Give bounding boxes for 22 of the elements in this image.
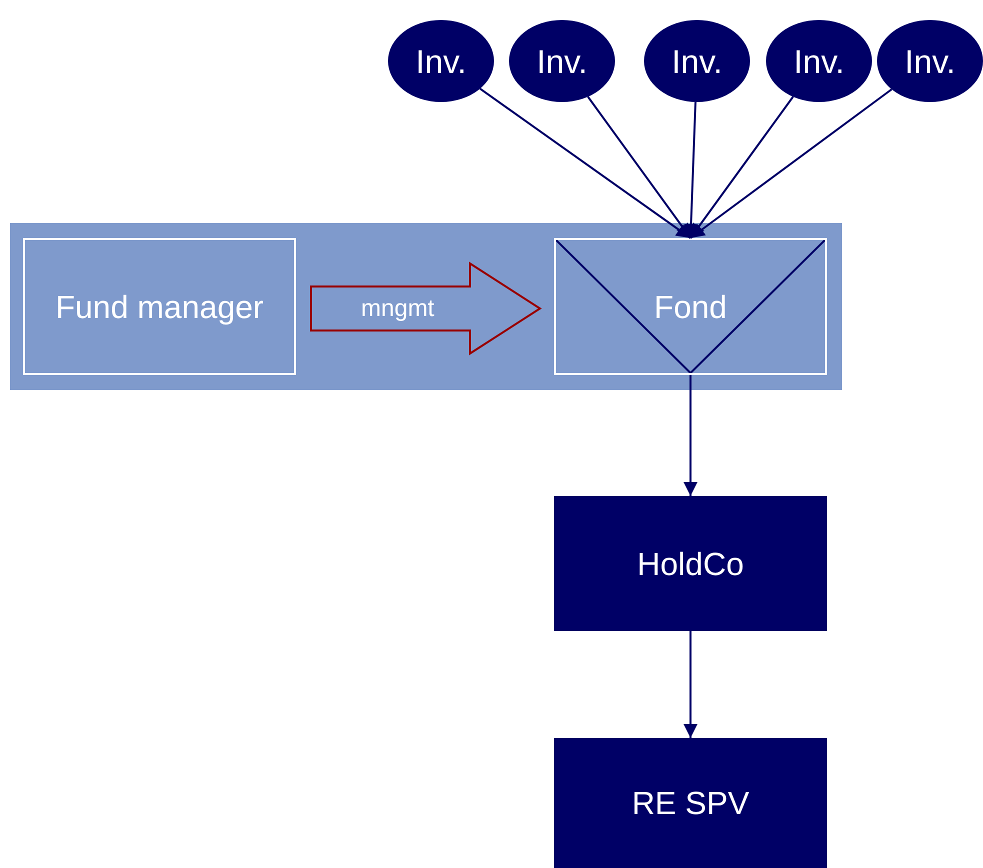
arrow (684, 375, 698, 496)
node-label: Inv. (536, 44, 588, 78)
arrow (587, 96, 692, 239)
arrow (690, 88, 892, 239)
entity-box (23, 238, 296, 375)
node-label: Fund manager (55, 290, 264, 322)
node-label: HoldCo (637, 548, 744, 580)
node-label: Inv. (794, 44, 844, 78)
entity-box (554, 496, 827, 631)
panel-band (10, 223, 842, 390)
entity-box (554, 738, 827, 868)
node-label: Inv. (416, 44, 466, 78)
arrow (690, 96, 794, 239)
arrow (684, 102, 698, 238)
arrow (479, 88, 692, 239)
node-label: Inv. (904, 44, 956, 78)
arrow (684, 631, 698, 738)
node-label: Fond (654, 290, 727, 322)
node-label: RE SPV (632, 787, 750, 819)
edge-label: mngmt (361, 296, 434, 320)
node-label: Inv. (672, 44, 722, 78)
block-arrow (310, 262, 542, 356)
